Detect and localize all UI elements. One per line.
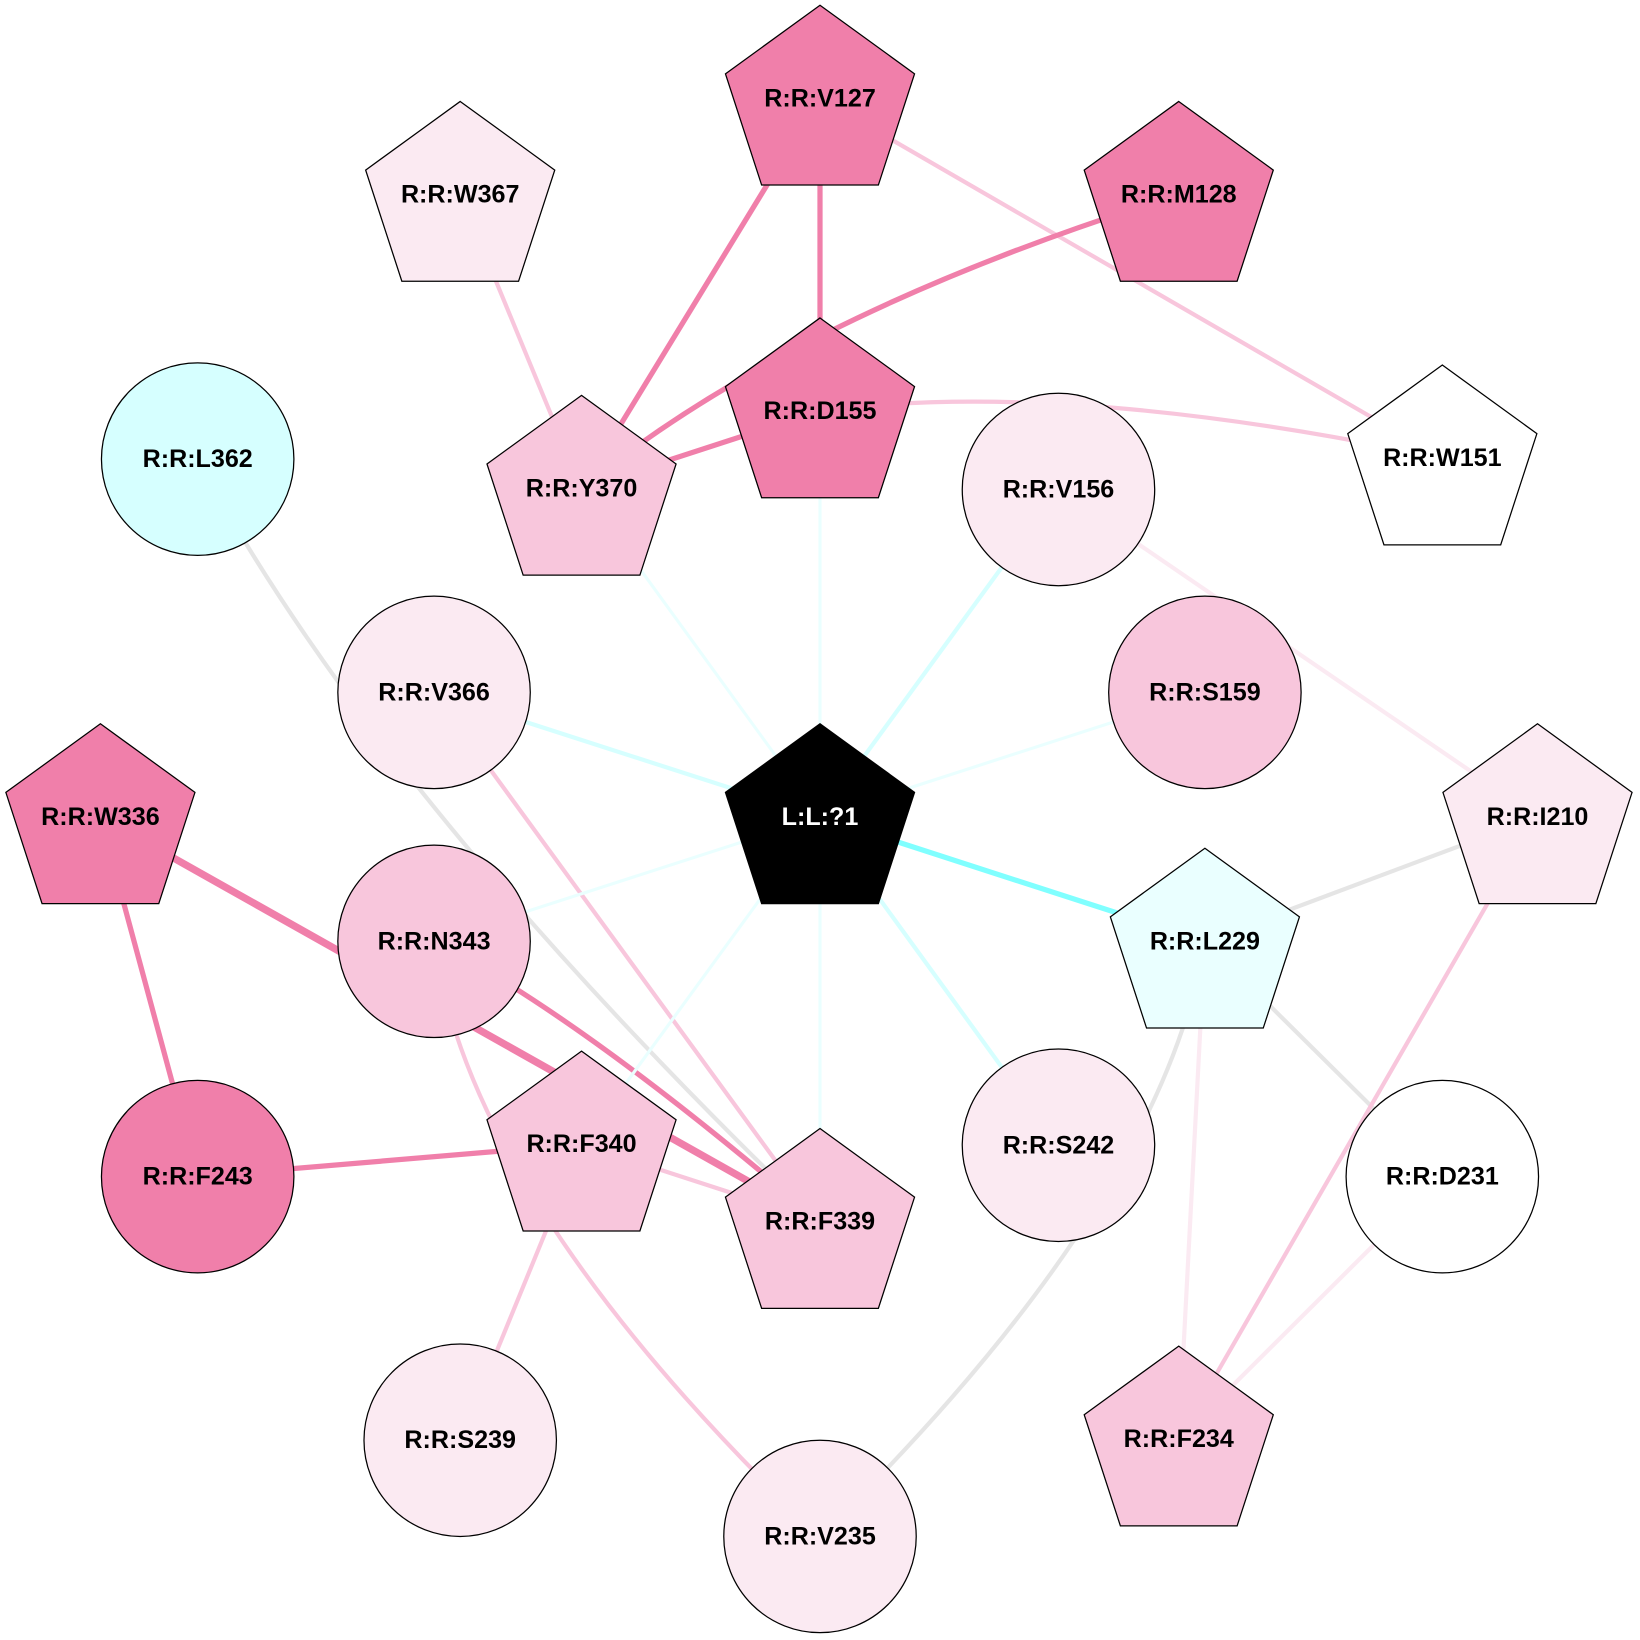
node-label: R:R:V366	[378, 678, 490, 706]
node-label: R:R:V235	[764, 1522, 876, 1550]
node-r-r-d231[interactable]: R:R:D231	[1345, 1079, 1540, 1274]
node-r-r-v127[interactable]: R:R:V127	[724, 4, 916, 186]
circle-node-shape	[1108, 595, 1302, 790]
node-r-r-v366[interactable]: R:R:V366	[337, 595, 531, 790]
node-r-r-n343[interactable]: R:R:N343	[337, 844, 531, 1039]
pentagon-node-shape	[1347, 364, 1538, 546]
node-label: R:R:I210	[1487, 803, 1589, 831]
node-r-r-s239[interactable]: R:R:S239	[363, 1343, 558, 1538]
node-label: R:R:F339	[765, 1208, 875, 1236]
node-label: R:R:M128	[1121, 181, 1237, 209]
circle-node-shape	[100, 1079, 295, 1274]
edge-r-r-l362-r-r-f339	[195, 458, 822, 1224]
node-label: L:L:?1	[782, 803, 859, 831]
node-r-r-s242[interactable]: R:R:S242	[961, 1048, 1156, 1243]
pentagon-node-shape	[724, 317, 916, 499]
node-r-r-m128[interactable]: R:R:M128	[1083, 100, 1275, 282]
node-label: R:R:Y370	[526, 474, 638, 502]
pentagon-node-shape	[486, 394, 677, 576]
pentagon-node-shape	[486, 1050, 677, 1232]
node-r-r-l229[interactable]: R:R:L229	[1109, 847, 1301, 1029]
node-label: R:R:V156	[1003, 475, 1115, 503]
node-label: R:R:D155	[764, 397, 877, 425]
edge-r-r-m128-r-r-y370	[579, 192, 1180, 491]
node-r-r-s159[interactable]: R:R:S159	[1108, 595, 1302, 790]
node-label: R:R:S239	[404, 1426, 516, 1454]
node-r-r-y370[interactable]: R:R:Y370	[486, 394, 677, 576]
pentagon-node-shape	[1109, 847, 1301, 1029]
circle-node-shape	[961, 392, 1156, 587]
edge-r-r-v366-r-r-f339	[432, 691, 822, 1223]
edge-r-r-i210-r-r-f234	[1176, 815, 1540, 1441]
pentagon-node-shape	[724, 4, 916, 186]
node-r-r-w367[interactable]: R:R:W367	[364, 100, 556, 282]
pentagon-node-shape	[724, 1127, 916, 1309]
node-r-r-l362[interactable]: R:R:L362	[100, 362, 295, 557]
pentagon-node-shape	[1083, 1345, 1275, 1527]
node-r-r-v156[interactable]: R:R:V156	[961, 392, 1156, 587]
circle-node-shape	[363, 1343, 558, 1538]
node-r-r-f243[interactable]: R:R:F243	[100, 1079, 295, 1274]
node-label: R:R:D231	[1386, 1163, 1499, 1191]
circle-node-shape	[337, 844, 531, 1039]
node-r-r-w336[interactable]: R:R:W336	[5, 723, 196, 905]
pentagon-node-shape	[5, 723, 196, 905]
node-label: R:R:L229	[1150, 927, 1260, 955]
node-label: R:R:F340	[526, 1130, 636, 1158]
pentagon-node-shape	[1442, 723, 1633, 905]
node-l-l-1[interactable]: L:L:?1	[724, 723, 916, 905]
pentagon-node-shape	[364, 100, 556, 282]
node-r-r-w151[interactable]: R:R:W151	[1347, 364, 1538, 546]
node-label: R:R:L362	[143, 445, 253, 473]
circle-node-shape	[337, 595, 531, 790]
circle-node-shape	[723, 1439, 917, 1634]
circle-node-shape	[1345, 1079, 1540, 1274]
node-r-r-f234[interactable]: R:R:F234	[1083, 1345, 1275, 1527]
node-label: R:R:V127	[764, 84, 876, 112]
node-label: R:R:F243	[143, 1163, 253, 1191]
node-label: R:R:W336	[41, 803, 160, 831]
pentagon-node-shape	[1083, 100, 1275, 282]
node-label: R:R:W151	[1383, 444, 1502, 472]
node-label: R:R:F234	[1124, 1425, 1234, 1453]
circle-node-shape	[100, 362, 295, 557]
node-r-r-f340[interactable]: R:R:F340	[486, 1050, 677, 1232]
node-r-r-v235[interactable]: R:R:V235	[723, 1439, 917, 1634]
node-label: R:R:N343	[378, 927, 491, 955]
pentagon-node-shape	[724, 723, 916, 905]
node-r-r-f339[interactable]: R:R:F339	[724, 1127, 916, 1309]
circle-node-shape	[961, 1048, 1156, 1243]
node-label: R:R:S159	[1149, 678, 1261, 706]
node-label: R:R:W367	[401, 181, 520, 209]
node-r-r-d155[interactable]: R:R:D155	[724, 317, 916, 499]
node-r-r-i210[interactable]: R:R:I210	[1442, 723, 1633, 905]
node-label: R:R:S242	[1003, 1131, 1115, 1159]
